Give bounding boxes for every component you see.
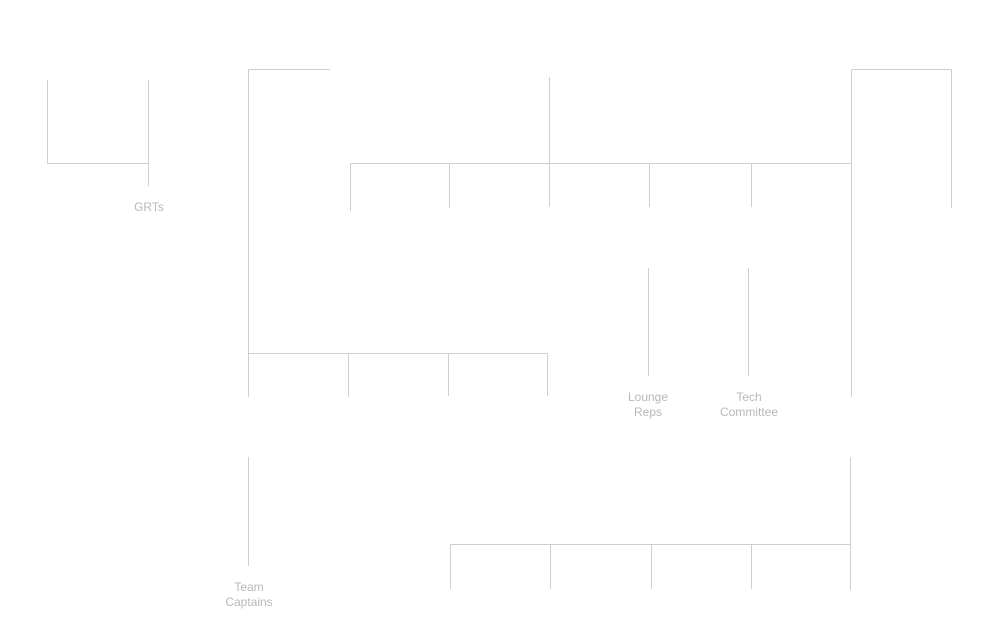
middle-left-branch	[248, 353, 548, 397]
node-label-lounge-reps: Lounge Reps	[627, 390, 669, 419]
top-row-branch	[350, 77, 852, 211]
node-label-grts: GRTs	[134, 200, 164, 214]
bottom-right-branch	[450, 457, 851, 590]
right-bracket	[851, 69, 952, 397]
middle-stems	[648, 268, 749, 376]
grts-branch	[47, 80, 149, 186]
left-trunk	[248, 69, 330, 397]
node-label-team-captains: Team Captains	[225, 580, 273, 609]
node-label-tech-committee: Tech Committee	[719, 390, 778, 419]
